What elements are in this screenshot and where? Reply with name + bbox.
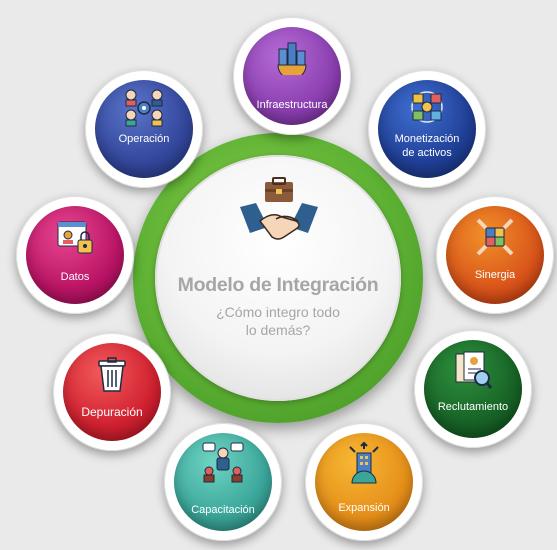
center-subtitle-line2: lo demás?	[245, 322, 311, 338]
city-gear-icon	[277, 42, 307, 75]
node-sinergia: Sinergia	[436, 196, 554, 314]
node-capacitacion: Capacitación	[164, 423, 282, 541]
node-disc: Datos	[26, 206, 124, 304]
node-operacion: Operación	[85, 70, 203, 188]
team-gear-icon	[125, 89, 163, 127]
node-disc: Depuración	[63, 343, 161, 441]
center-title: Modelo de Integración	[177, 274, 379, 296]
node-disc: Sinergia	[446, 206, 544, 304]
id-card-lock-icon	[57, 221, 93, 254]
node-label: Depuración	[81, 405, 143, 419]
node-label: Operación	[118, 133, 170, 145]
assets-money-icon	[411, 91, 443, 123]
node-disc: Infraestructura	[243, 27, 341, 125]
node-label: Monetización de activos	[380, 132, 474, 160]
node-disc: Monetización de activos	[378, 80, 476, 178]
node-expansion: Expansión	[305, 423, 423, 541]
trash-bin-icon	[98, 357, 126, 392]
presenter-audience-icon	[202, 442, 244, 483]
node-label-line2: de activos	[402, 147, 452, 159]
resume-magnifier-icon	[455, 351, 492, 389]
node-reclutamiento: Reclutamiento	[414, 330, 532, 448]
node-disc: Operación	[95, 80, 193, 178]
node-label: Capacitación	[191, 504, 255, 516]
center-hub: Modelo de Integración ¿Cómo integro todo…	[155, 155, 401, 401]
node-label: Sinergia	[474, 269, 516, 281]
building-globe-icon	[349, 441, 379, 484]
node-disc: Capacitación	[174, 433, 272, 531]
node-disc: Reclutamiento	[424, 340, 522, 438]
node-disc: Expansión	[315, 433, 413, 531]
center-subtitle: ¿Cómo integro todo lo demás?	[203, 303, 353, 339]
node-datos: Datos	[16, 196, 134, 314]
node-label-line1: Monetización	[394, 133, 460, 145]
node-infraestructura: Infraestructura	[233, 17, 351, 135]
node-monetizacion: Monetización de activos	[368, 70, 486, 188]
node-label: Reclutamiento	[437, 401, 509, 413]
puzzle-hands-icon	[476, 218, 514, 256]
handshake-briefcase-icon	[240, 177, 318, 240]
node-label: Expansión	[338, 502, 390, 514]
node-depuracion: Depuración	[53, 333, 171, 451]
node-label: Infraestructura	[256, 99, 328, 111]
node-label: Datos	[60, 271, 90, 283]
center-subtitle-line1: ¿Cómo integro todo	[216, 304, 340, 320]
